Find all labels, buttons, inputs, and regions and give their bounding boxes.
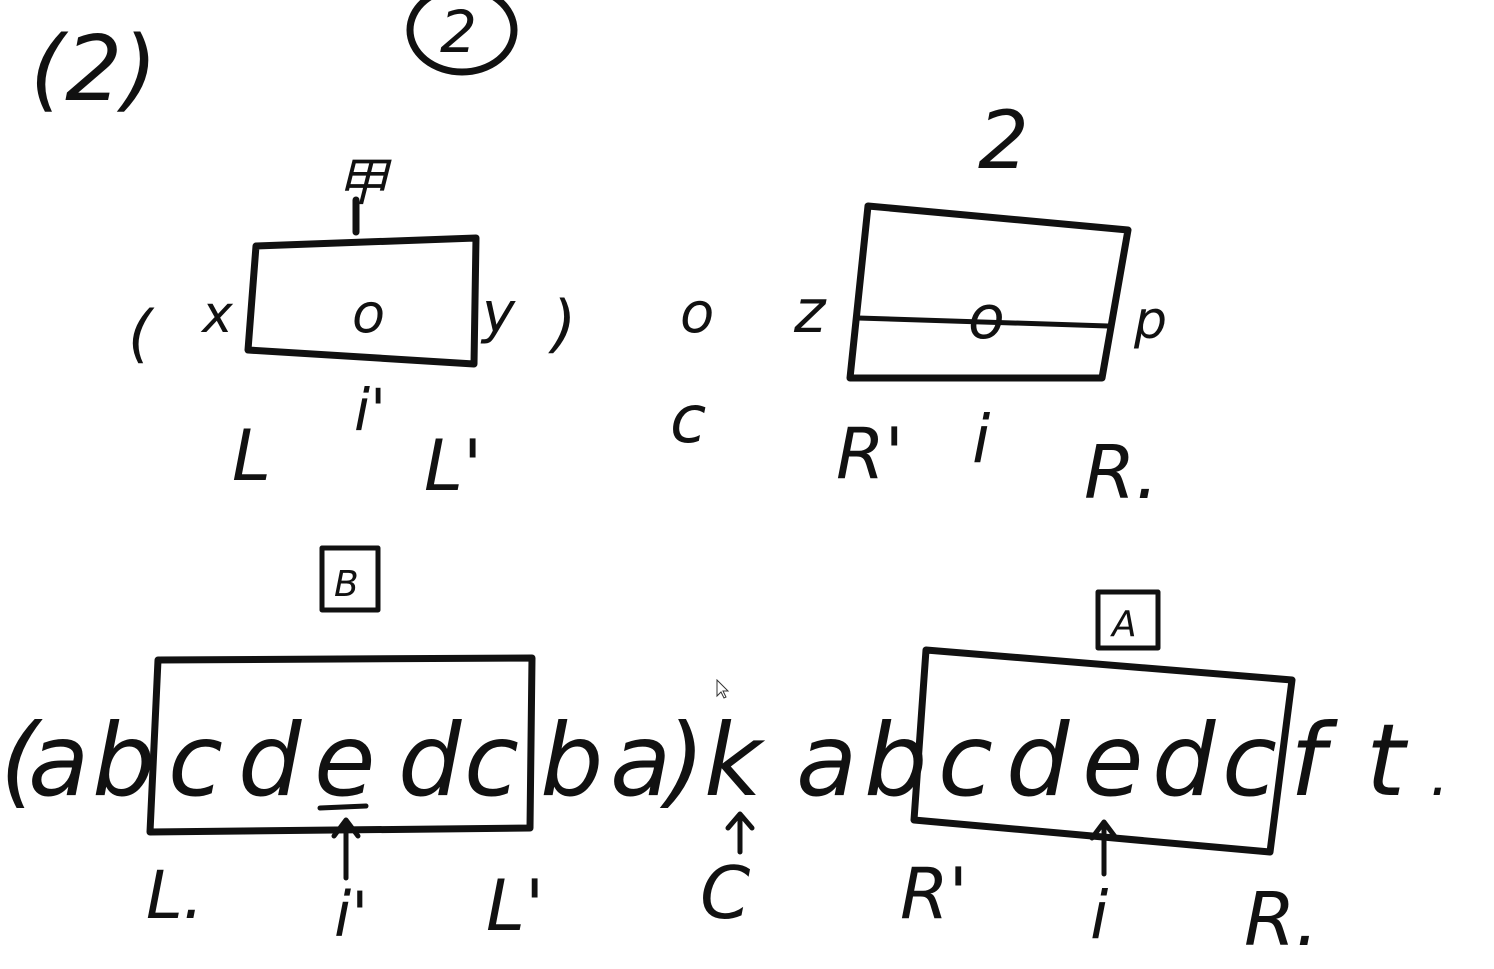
top-left-label-L: L xyxy=(232,415,271,497)
underline-e xyxy=(317,803,369,811)
top-left-paren-open: ( xyxy=(128,297,155,370)
top-left-center-o: o xyxy=(352,282,385,345)
seq-char-20: t xyxy=(1366,702,1409,819)
bottom-left-mark-box xyxy=(319,545,381,613)
top-left-box xyxy=(244,234,480,368)
mouse-pointer-icon xyxy=(716,679,730,699)
arrow-i-prime xyxy=(331,817,361,881)
seq-char-14: c xyxy=(938,702,993,819)
top-left-mark: 甲 xyxy=(336,153,392,213)
seq-char-7: c xyxy=(464,702,519,819)
top-right-label-R: R. xyxy=(1084,430,1159,516)
seq-char-19: f xyxy=(1290,702,1338,819)
arrow-c xyxy=(725,811,755,855)
top-left-label-L-prime: L' xyxy=(424,425,482,507)
top-right-midline xyxy=(855,315,1111,329)
seq-char-9: a xyxy=(610,702,671,819)
top-left-y: y xyxy=(480,281,516,346)
bottom-right-mark: A xyxy=(1110,604,1137,645)
seq-char-10: ) xyxy=(659,702,705,819)
seq-char-13: b xyxy=(864,702,927,819)
top-left-paren-close: ) xyxy=(548,287,576,360)
bottom-label-i-prime: i' xyxy=(334,878,368,951)
seq-char-6: d xyxy=(398,702,462,819)
bottom-label-R-prime: R' xyxy=(900,853,968,935)
top-left-x: x xyxy=(200,285,234,345)
seq-char-17: d xyxy=(1152,702,1216,819)
bottom-right-box xyxy=(910,646,1296,856)
top-right-label-R-prime: R' xyxy=(836,413,904,495)
bottom-left-mark: B xyxy=(334,564,359,605)
seq-char-16: e xyxy=(1082,702,1144,819)
top-right-mark: 2 xyxy=(978,94,1029,187)
seq-char-0: ( xyxy=(0,702,43,819)
top-center-c: c xyxy=(670,381,706,458)
seq-char-5: e xyxy=(314,702,376,819)
seq-char-1: a xyxy=(28,702,89,819)
circled-number: 2 xyxy=(440,0,477,66)
bottom-right-mark-box xyxy=(1095,589,1161,651)
seq-char-11: k xyxy=(704,702,766,819)
top-center-o: o xyxy=(680,281,714,346)
top-right-p: p xyxy=(1133,291,1167,351)
top-right-label-i: i xyxy=(972,401,991,478)
seq-char-21: . xyxy=(1430,740,1449,810)
seq-char-4: d xyxy=(238,702,302,819)
bottom-label-i: i xyxy=(1090,877,1109,954)
circle-mark xyxy=(406,0,518,76)
top-right-box xyxy=(846,202,1132,382)
part-label: (2) xyxy=(30,17,158,122)
bottom-left-box xyxy=(146,654,536,836)
seq-char-8: b xyxy=(540,702,603,819)
bottom-label-L: L. xyxy=(146,857,204,934)
top-right-center-o: o xyxy=(968,283,1005,353)
top-left-label-i: i' xyxy=(354,376,386,444)
arrow-i xyxy=(1089,819,1119,877)
seq-char-12: a xyxy=(796,702,857,819)
seq-char-15: d xyxy=(1006,702,1070,819)
seq-char-18: c xyxy=(1222,702,1277,819)
bottom-label-R: R. xyxy=(1244,877,1319,963)
seq-char-2: b xyxy=(92,702,155,819)
bottom-label-L-prime: L' xyxy=(486,865,544,947)
seq-char-3: c xyxy=(168,702,223,819)
bottom-label-C: C xyxy=(700,851,751,935)
top-right-z: z xyxy=(793,277,827,347)
